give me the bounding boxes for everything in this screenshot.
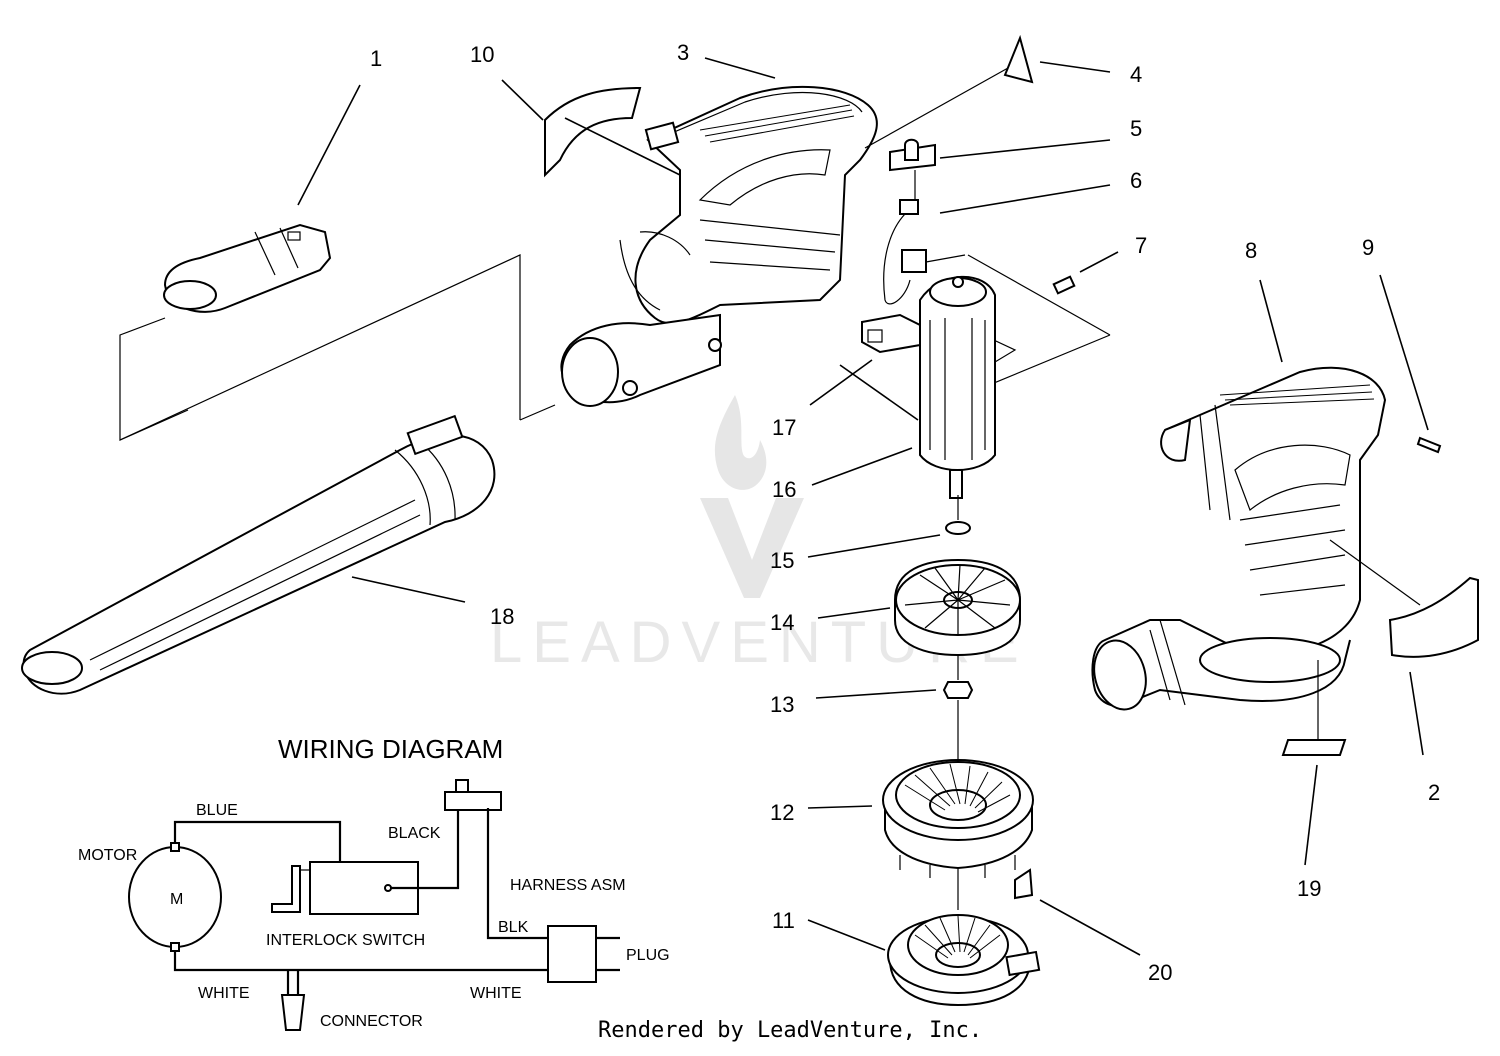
callout-6: 6 — [1130, 168, 1142, 193]
part-9-screw — [1416, 436, 1442, 454]
callout-4: 4 — [1130, 62, 1142, 87]
harness-label: HARNESS ASM — [510, 877, 626, 894]
part-14-impeller — [894, 558, 1021, 657]
callout-5: 5 — [1130, 116, 1142, 141]
plug-label: PLUG — [626, 947, 670, 964]
callout-12: 12 — [770, 800, 794, 825]
wire-label-blk: BLK — [498, 919, 529, 936]
callout-19: 19 — [1297, 876, 1321, 901]
callout-13: 13 — [770, 692, 794, 717]
part-12-fan-housing — [882, 759, 1034, 878]
callout-20: 20 — [1148, 960, 1172, 985]
motor-label: MOTOR — [78, 847, 137, 864]
callout-3: 3 — [677, 40, 689, 65]
part-3-housing-half — [560, 85, 878, 407]
callout-7: 7 — [1135, 233, 1147, 258]
connector-label: CONNECTOR — [320, 1013, 423, 1030]
harness-connector — [444, 779, 502, 811]
wire-label-white-left: WHITE — [198, 985, 250, 1002]
interlock-switch-label: INTERLOCK SWITCH — [266, 932, 425, 949]
part-6-switch — [883, 199, 966, 305]
callout-18: 18 — [490, 604, 514, 629]
wiring-diagram: WIRING DIAGRAM M MOTOR BLUE INTERLOCK SW… — [78, 734, 670, 1031]
callout-14: 14 — [770, 610, 794, 635]
part-10-decal — [544, 86, 642, 178]
part-8-housing-assembly — [1091, 366, 1421, 711]
callout-9: 9 — [1362, 235, 1374, 260]
callout-10: 10 — [470, 42, 494, 67]
motor-letter: M — [170, 891, 183, 908]
wire-connector — [280, 970, 306, 1031]
callout-17: 17 — [772, 415, 796, 440]
part-13-nut — [942, 681, 974, 699]
part-2-decal — [1388, 576, 1479, 658]
wiring-title: WIRING DIAGRAM — [278, 734, 503, 764]
callout-15: 15 — [770, 548, 794, 573]
part-5-bracket — [889, 138, 936, 205]
callout-8: 8 — [1245, 238, 1257, 263]
wire-label-black: BLACK — [388, 825, 441, 842]
callout-numbers: 1 2 3 4 5 6 7 8 9 10 11 12 13 14 15 16 1… — [370, 40, 1440, 985]
callout-11: 11 — [772, 908, 795, 933]
part-16-motor — [919, 275, 996, 499]
part-1-nozzle-tip — [163, 223, 332, 313]
part-19-label — [1281, 739, 1347, 756]
part-20-clip — [1014, 868, 1034, 900]
plug — [547, 925, 620, 983]
part-18-blower-tube — [21, 414, 496, 695]
footer-credit: Rendered by LeadVenture, Inc. — [598, 1018, 982, 1043]
callout-16: 16 — [772, 477, 796, 502]
wire-label-white-right: WHITE — [470, 985, 522, 1002]
callout-2: 2 — [1428, 780, 1440, 805]
leader-lines — [297, 57, 1429, 956]
part-15-washer — [945, 521, 971, 535]
callout-1: 1 — [370, 46, 382, 71]
wire-label-blue: BLUE — [196, 802, 238, 819]
part-11-lower-housing — [887, 914, 1041, 1007]
part-4-cone — [1003, 34, 1034, 84]
